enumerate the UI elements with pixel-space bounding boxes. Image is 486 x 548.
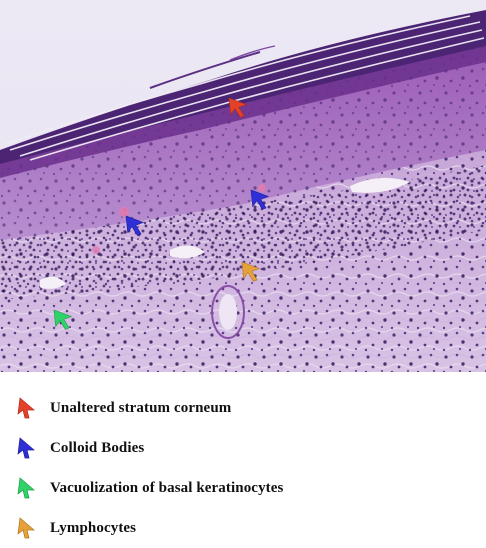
histology-micrograph	[0, 0, 486, 372]
red-arrow-icon	[17, 397, 35, 419]
legend-label: Lymphocytes	[50, 519, 137, 536]
blue-arrow-icon	[17, 437, 35, 459]
blue-arrow-icon	[125, 215, 145, 236]
legend-item: Lymphocytes	[16, 508, 476, 548]
legend: Unaltered stratum corneum Colloid Bodies…	[16, 388, 476, 548]
orange-arrow-icon	[17, 517, 35, 539]
legend-item: Colloid Bodies	[16, 428, 476, 468]
orange-arrow-icon	[241, 261, 261, 282]
legend-item: Unaltered stratum corneum	[16, 388, 476, 428]
legend-item: Vacuolization of basal keratinocytes	[16, 468, 476, 508]
legend-label: Colloid Bodies	[50, 439, 145, 456]
green-arrow-icon	[53, 309, 73, 330]
red-arrow-icon	[228, 97, 248, 118]
blue-arrow-icon	[250, 189, 270, 210]
legend-label: Vacuolization of basal keratinocytes	[50, 479, 284, 496]
green-arrow-icon	[17, 477, 35, 499]
legend-label: Unaltered stratum corneum	[50, 399, 232, 416]
